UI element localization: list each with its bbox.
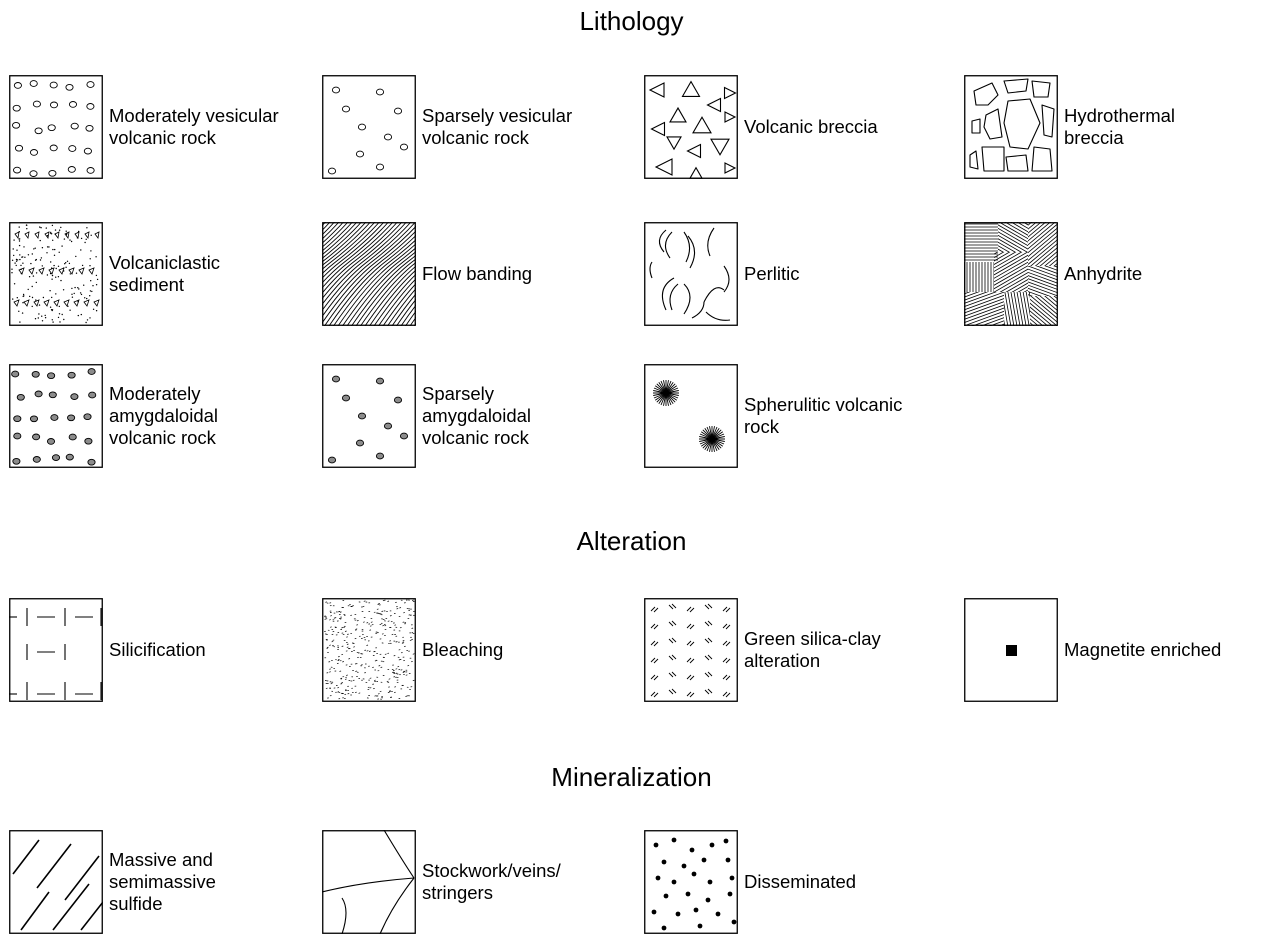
legend-label: Green silica-clay alteration	[744, 628, 881, 671]
legend-item-bleaching: Bleaching	[322, 598, 622, 702]
silicification-pattern	[9, 598, 103, 702]
disseminated-pattern	[644, 830, 738, 934]
bleaching-pattern-graphic	[322, 598, 416, 702]
legend-item-spherulitic: Spherulitic volcanic rock	[644, 364, 944, 468]
volcanic-breccia-pattern	[644, 75, 738, 179]
legend-label: Moderately vesicular volcanic rock	[109, 105, 279, 148]
legend-label: Volcaniclastic sediment	[109, 252, 221, 295]
spherulitic-pattern-graphic	[644, 364, 738, 468]
perlitic-pattern	[644, 222, 738, 326]
section-title-lithology: Lithology	[579, 6, 684, 36]
section-title-alteration: Alteration	[576, 526, 687, 556]
magnetite-enriched-pattern-graphic	[964, 598, 1058, 702]
volcaniclastic-sediment-pattern	[9, 222, 103, 326]
anhydrite-pattern	[964, 222, 1058, 326]
legend-label: Disseminated	[744, 871, 857, 892]
spherulitic-pattern	[644, 364, 738, 468]
hydrothermal-breccia-pattern-graphic	[964, 75, 1058, 179]
hydrothermal-breccia-pattern	[964, 75, 1058, 179]
moderately-amygdaloidal-pattern-graphic	[9, 364, 103, 468]
legend-label: Volcanic breccia	[744, 116, 878, 137]
legend-label: Perlitic	[744, 263, 800, 284]
sparsely-vesicular-pattern-graphic	[322, 75, 416, 179]
legend-label: Bleaching	[422, 639, 504, 660]
moderately-amygdaloidal-pattern	[9, 364, 103, 468]
legend-label: Sparsely amygdaloidal volcanic rock	[422, 383, 532, 448]
legend-label: Massive and semimassive sulfide	[109, 849, 216, 914]
legend-item-hydrothermal-breccia: Hydrothermal breccia	[964, 75, 1263, 179]
legend-item-magnetite-enriched: Magnetite enriched	[964, 598, 1263, 702]
green-silica-clay-pattern-graphic	[644, 598, 738, 702]
bleaching-pattern	[322, 598, 416, 702]
section-title-mineralization: Mineralization	[551, 762, 712, 792]
volcaniclastic-sediment-pattern-graphic	[9, 222, 103, 326]
legend-item-moderately-vesicular: Moderately vesicular volcanic rock	[9, 75, 309, 179]
legend-item-stockwork: Stockwork/veins/ stringers	[322, 830, 622, 934]
perlitic-pattern-graphic	[644, 222, 738, 326]
legend-item-silicification: Silicification	[9, 598, 309, 702]
massive-sulfide-pattern-graphic	[9, 830, 103, 934]
legend-label: Anhydrite	[1064, 263, 1143, 284]
legend-item-perlitic: Perlitic	[644, 222, 944, 326]
legend-item-green-silica-clay: Green silica-clay alteration	[644, 598, 944, 702]
magnetite-enriched-pattern	[964, 598, 1058, 702]
legend-label: Silicification	[109, 639, 206, 660]
legend-item-anhydrite: Anhydrite	[964, 222, 1263, 326]
legend-item-volcaniclastic-sediment: Volcaniclastic sediment	[9, 222, 309, 326]
flow-banding-pattern	[322, 222, 416, 326]
moderately-vesicular-pattern-graphic	[9, 75, 103, 179]
legend-item-massive-sulfide: Massive and semimassive sulfide	[9, 830, 309, 934]
legend-label: Moderately amygdaloidal volcanic rock	[109, 383, 219, 448]
legend-label: Hydrothermal breccia	[1064, 105, 1176, 148]
legend-item-disseminated: Disseminated	[644, 830, 944, 934]
green-silica-clay-pattern	[644, 598, 738, 702]
legend-label: Sparsely vesicular volcanic rock	[422, 105, 573, 148]
legend-item-volcanic-breccia: Volcanic breccia	[644, 75, 944, 179]
flow-banding-pattern-graphic	[322, 222, 416, 326]
sparsely-vesicular-pattern	[322, 75, 416, 179]
legend-label: Stockwork/veins/ stringers	[422, 860, 561, 903]
legend-item-flow-banding: Flow banding	[322, 222, 622, 326]
sparsely-amygdaloidal-pattern	[322, 364, 416, 468]
legend-label: Magnetite enriched	[1064, 639, 1222, 660]
anhydrite-pattern-graphic	[964, 222, 1058, 326]
legend-label: Flow banding	[422, 263, 533, 284]
stockwork-pattern	[322, 830, 416, 934]
massive-sulfide-pattern	[9, 830, 103, 934]
silicification-pattern-graphic	[9, 598, 103, 702]
moderately-vesicular-pattern	[9, 75, 103, 179]
legend-item-sparsely-amygdaloidal: Sparsely amygdaloidal volcanic rock	[322, 364, 622, 468]
legend-label: Spherulitic volcanic rock	[744, 394, 903, 437]
stockwork-pattern-graphic	[322, 830, 416, 934]
sparsely-amygdaloidal-pattern-graphic	[322, 364, 416, 468]
volcanic-breccia-pattern-graphic	[644, 75, 738, 179]
legend-item-moderately-amygdaloidal: Moderately amygdaloidal volcanic rock	[9, 364, 309, 468]
disseminated-pattern-graphic	[644, 830, 738, 934]
legend-item-sparsely-vesicular: Sparsely vesicular volcanic rock	[322, 75, 622, 179]
